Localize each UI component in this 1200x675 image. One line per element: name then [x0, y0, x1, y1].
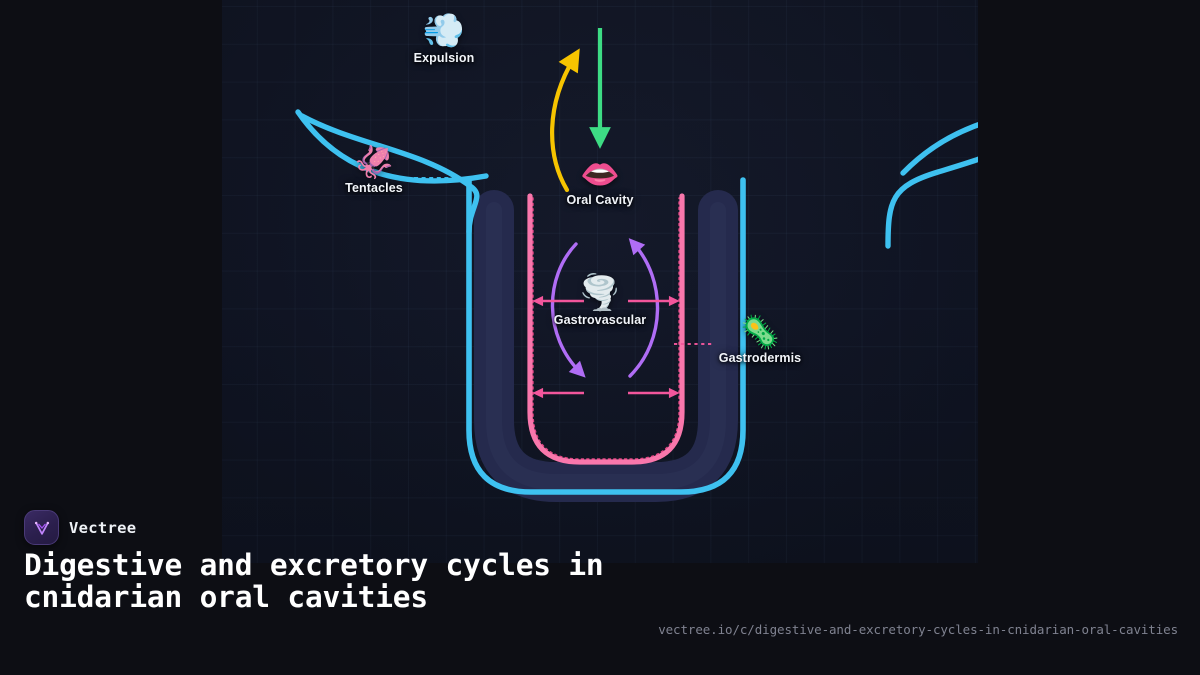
vectree-logo-icon	[24, 510, 59, 545]
expulsion-arrow	[550, 48, 580, 193]
node-tentacles[interactable]: 🦑 Tentacles	[345, 146, 403, 195]
node-expulsion-label: Expulsion	[413, 51, 475, 65]
node-gastrodermis[interactable]: 🦠 Gastrodermis	[719, 316, 801, 365]
node-gastrodermis-label: Gastrodermis	[718, 351, 802, 365]
circulation-arrows	[550, 238, 660, 378]
node-tentacles-label: Tentacles	[345, 181, 403, 195]
node-expulsion[interactable]: 💨 Expulsion	[414, 14, 475, 65]
node-gastrovascular[interactable]: 🌪️ Gastrovascular	[554, 276, 646, 327]
dashing-away-icon: 💨	[422, 11, 466, 51]
node-oral-cavity-label: Oral Cavity	[566, 193, 634, 207]
brand: Vectree	[24, 510, 136, 545]
lips-icon: 👄	[580, 155, 620, 193]
tentacle-right	[885, 122, 978, 249]
microbe-icon: 🦠	[740, 313, 780, 351]
outer-wall-cyan	[466, 177, 746, 495]
source-url: vectree.io/c/digestive-and-excretory-cyc…	[658, 622, 1178, 637]
node-gastrovascular-label: Gastrovascular	[553, 313, 647, 327]
diagram-canvas: 💨 Expulsion 👄 Oral Cavity 🦑 Tentacles 🌪️…	[222, 0, 978, 563]
body-wall-band	[474, 190, 738, 502]
node-oral-cavity[interactable]: 👄 Oral Cavity	[566, 158, 633, 207]
absorption-arrows	[532, 295, 680, 399]
inner-wall-pink	[527, 193, 685, 465]
tornado-icon: 🌪️	[578, 273, 622, 313]
squid-icon: 🦑	[354, 143, 394, 181]
diagram-artwork	[222, 0, 978, 563]
brand-name: Vectree	[69, 518, 137, 537]
tentacle-left	[295, 109, 489, 235]
